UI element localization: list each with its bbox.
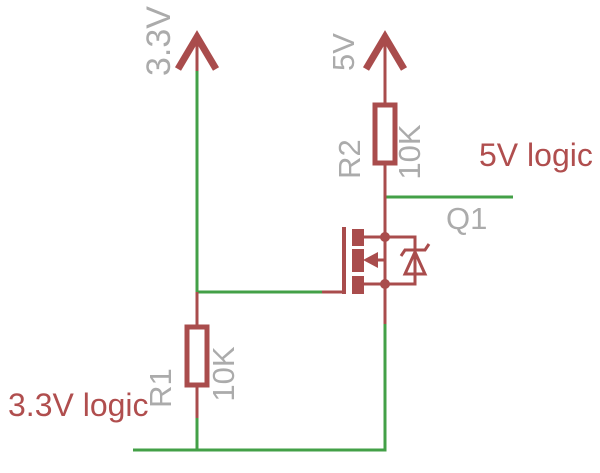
resistor-r1: R1 10K <box>143 292 241 418</box>
resistor-r1-name: R1 <box>143 368 178 408</box>
power-symbol-33v: 3.3V <box>140 6 220 76</box>
wire-source-to-bottom-net <box>133 322 387 452</box>
mosfet-channel-top <box>352 229 364 246</box>
resistor-r1-body <box>184 324 210 388</box>
power-arrow-33v-icon <box>174 30 220 71</box>
power-label-33v: 3.3V <box>140 6 178 76</box>
resistor-r2: R2 10K <box>332 102 427 239</box>
power-symbol-5v: 5V <box>326 30 408 105</box>
power-label-5v: 5V <box>326 33 361 71</box>
power-arrow-5v-icon <box>362 30 408 71</box>
resistor-r1-value: 10K <box>206 346 241 401</box>
mosfet-channel-bottom <box>352 276 364 294</box>
mosfet-bulk-arrow-icon <box>363 252 378 268</box>
wire-33v-rail-to-gate <box>195 71 323 294</box>
resistor-r2-body <box>372 102 398 166</box>
body-diode-cathode-bar-icon <box>399 243 431 257</box>
net-label-33v-logic: 3.3V logic <box>8 387 149 423</box>
mosfet-channel-mid <box>352 249 364 272</box>
resistor-r2-value: 10K <box>392 124 427 179</box>
net-label-5v-logic: 5V logic <box>479 137 593 173</box>
body-diode-loop <box>385 235 417 286</box>
body-diode-triangle-icon <box>402 248 428 276</box>
mosfet-q1-name: Q1 <box>446 201 487 236</box>
nets <box>133 71 513 452</box>
mosfet-q1: Q1 <box>322 195 487 324</box>
resistor-r2-name: R2 <box>332 139 367 179</box>
